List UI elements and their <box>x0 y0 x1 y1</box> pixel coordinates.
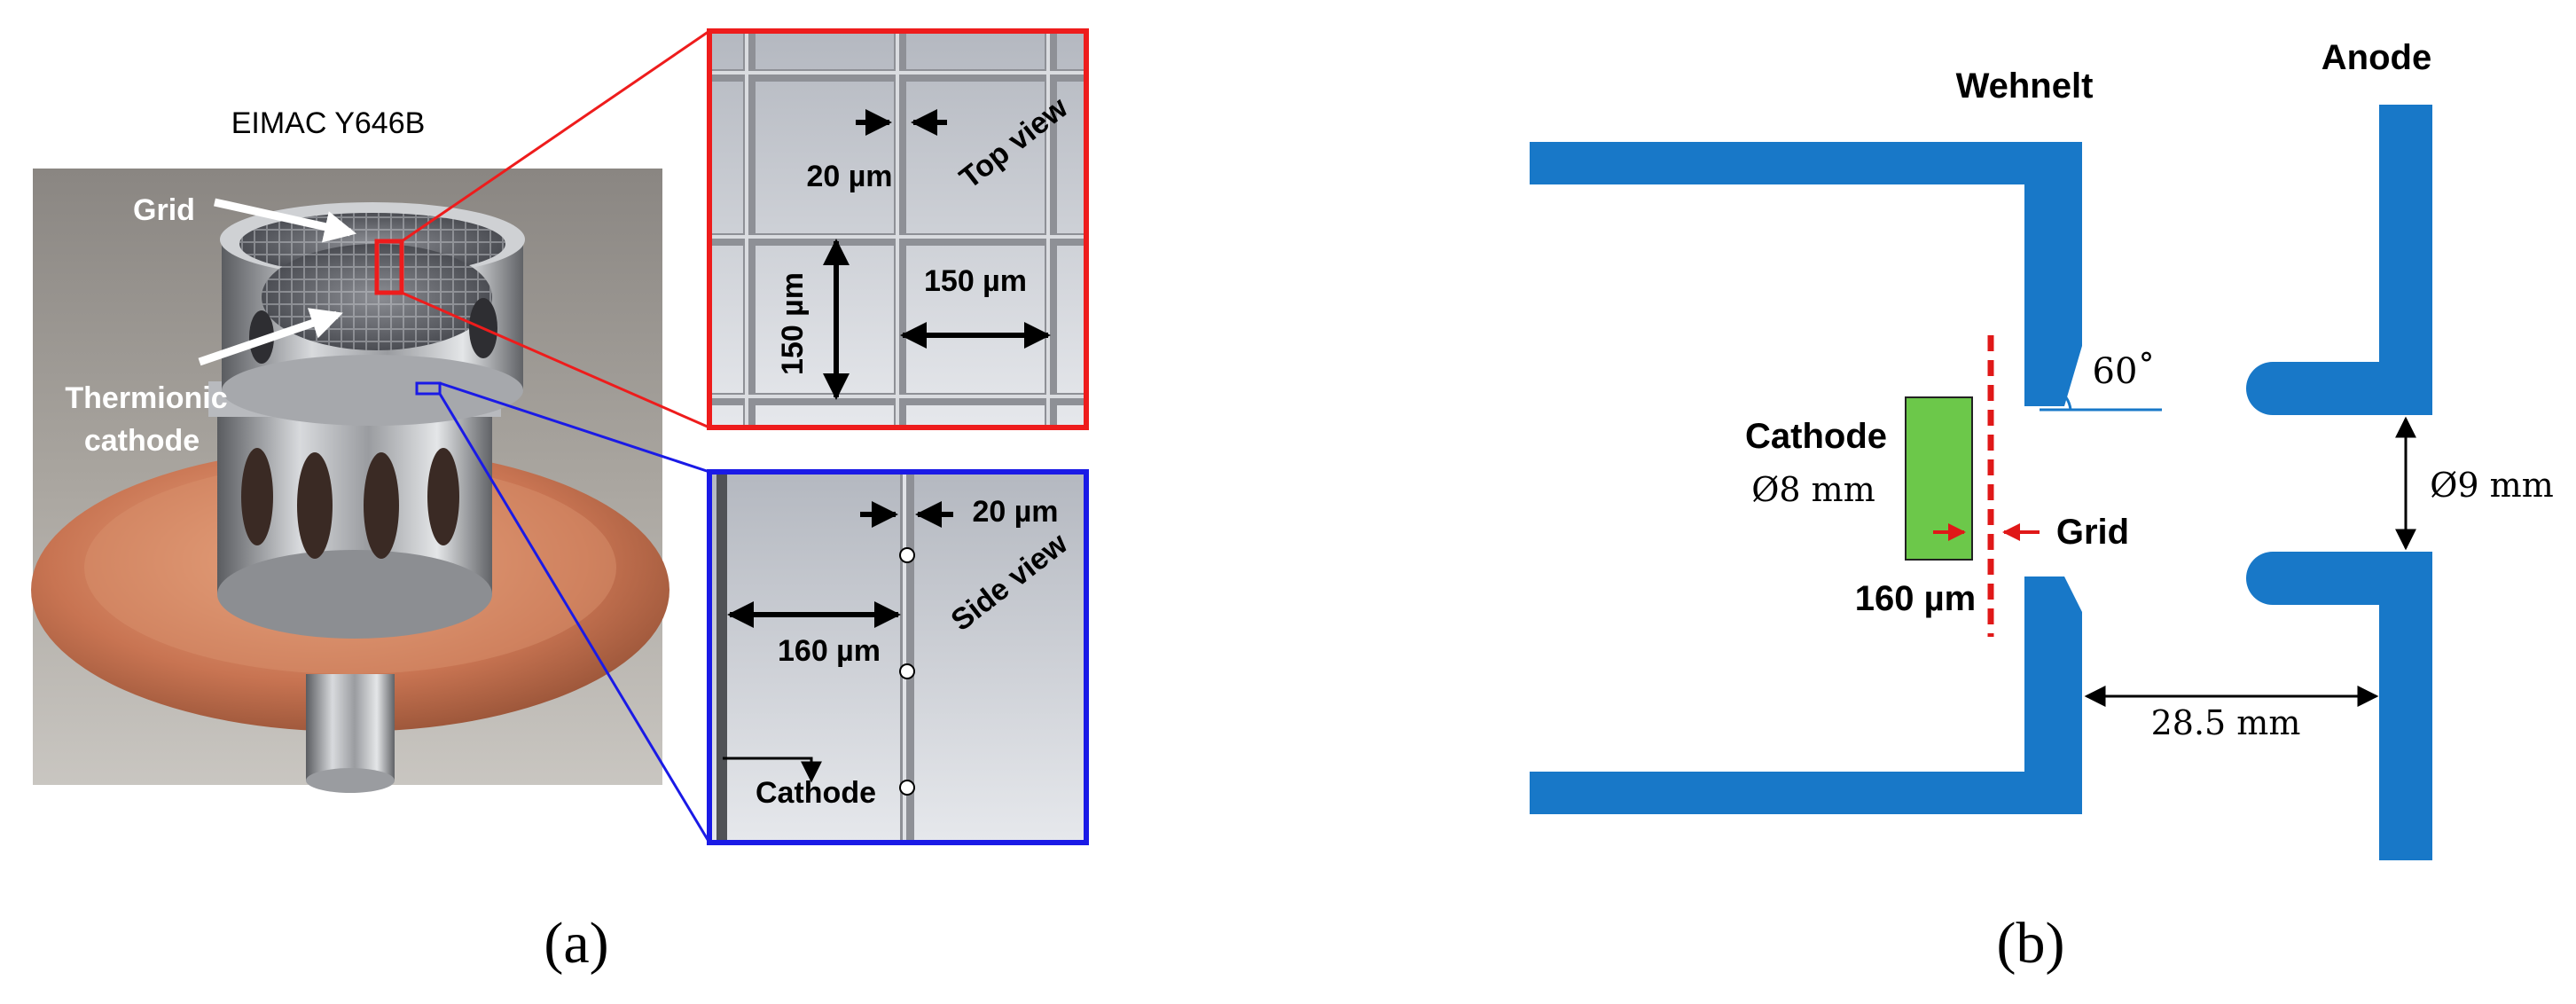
wehnelt-electrode <box>1530 142 2082 814</box>
anode-electrode <box>2246 105 2432 860</box>
side-view-marker <box>415 381 442 396</box>
side-view-wire-label: 20 µm <box>972 495 1058 529</box>
cathode-surface <box>716 472 727 843</box>
cathode-block <box>1905 396 1973 561</box>
cathode-photo <box>31 169 669 793</box>
grid-label: Grid <box>2056 513 2129 552</box>
thermionic-label-line1: Thermionic <box>65 381 227 415</box>
top-view-inset: 20 µm Top view 150 µm 150 µm <box>707 28 1089 430</box>
side-view-cathode-label: Cathode <box>756 776 876 810</box>
photo-title: EIMAC Y646B <box>231 106 426 140</box>
top-view-projection-line <box>401 291 710 429</box>
angle-label: 60˚ <box>2093 351 2156 392</box>
side-view-projection-line <box>438 393 711 843</box>
grid-pointer-arrow <box>214 198 357 243</box>
panel-a-caption: (a) <box>544 911 608 976</box>
cathode-label: Cathode <box>1745 417 1887 456</box>
panel-b: Wehnelt Anode 60˚ Cathode Ø8 mm 160 µm G… <box>1530 38 2554 976</box>
pitch-horizontal-label: 150 µm <box>924 264 1027 298</box>
panel-b-caption: (b) <box>1997 911 2065 976</box>
grid-wire-cross-section <box>899 780 915 796</box>
angle-arc <box>2055 387 2072 411</box>
cathode-pointer <box>723 757 822 783</box>
grid-wire-cross-section <box>899 663 915 679</box>
grid-wire-cross-section <box>899 547 915 563</box>
side-view-inset: 20 µm 160 µm Side view Cathode <box>707 469 1089 845</box>
top-view-frame <box>707 28 1089 430</box>
anode-label: Anode <box>2322 38 2431 77</box>
side-view-gap-label: 160 µm <box>778 634 881 668</box>
side-view-frame <box>707 469 1089 845</box>
aperture-label: Ø9 mm <box>2430 466 2553 505</box>
top-view-projection-line <box>401 29 710 243</box>
grid-label-photo: Grid <box>133 193 195 227</box>
distance-label: 28.5 mm <box>2151 703 2301 742</box>
gap-label: 160 µm <box>1855 579 1976 618</box>
cathode-diameter-label: Ø8 mm <box>1751 470 1875 509</box>
wehnelt-label: Wehnelt <box>1956 67 2094 106</box>
thermionic-pointer-arrow <box>198 308 343 366</box>
pitch-vertical-label: 150 µm <box>776 272 810 375</box>
top-view-wire-label: 20 µm <box>806 160 892 193</box>
side-view-projection-line <box>439 381 710 474</box>
thermionic-label-line2: cathode <box>84 424 200 458</box>
panel-a: EIMAC Y646B <box>31 28 1089 976</box>
top-view-marker <box>374 239 404 295</box>
